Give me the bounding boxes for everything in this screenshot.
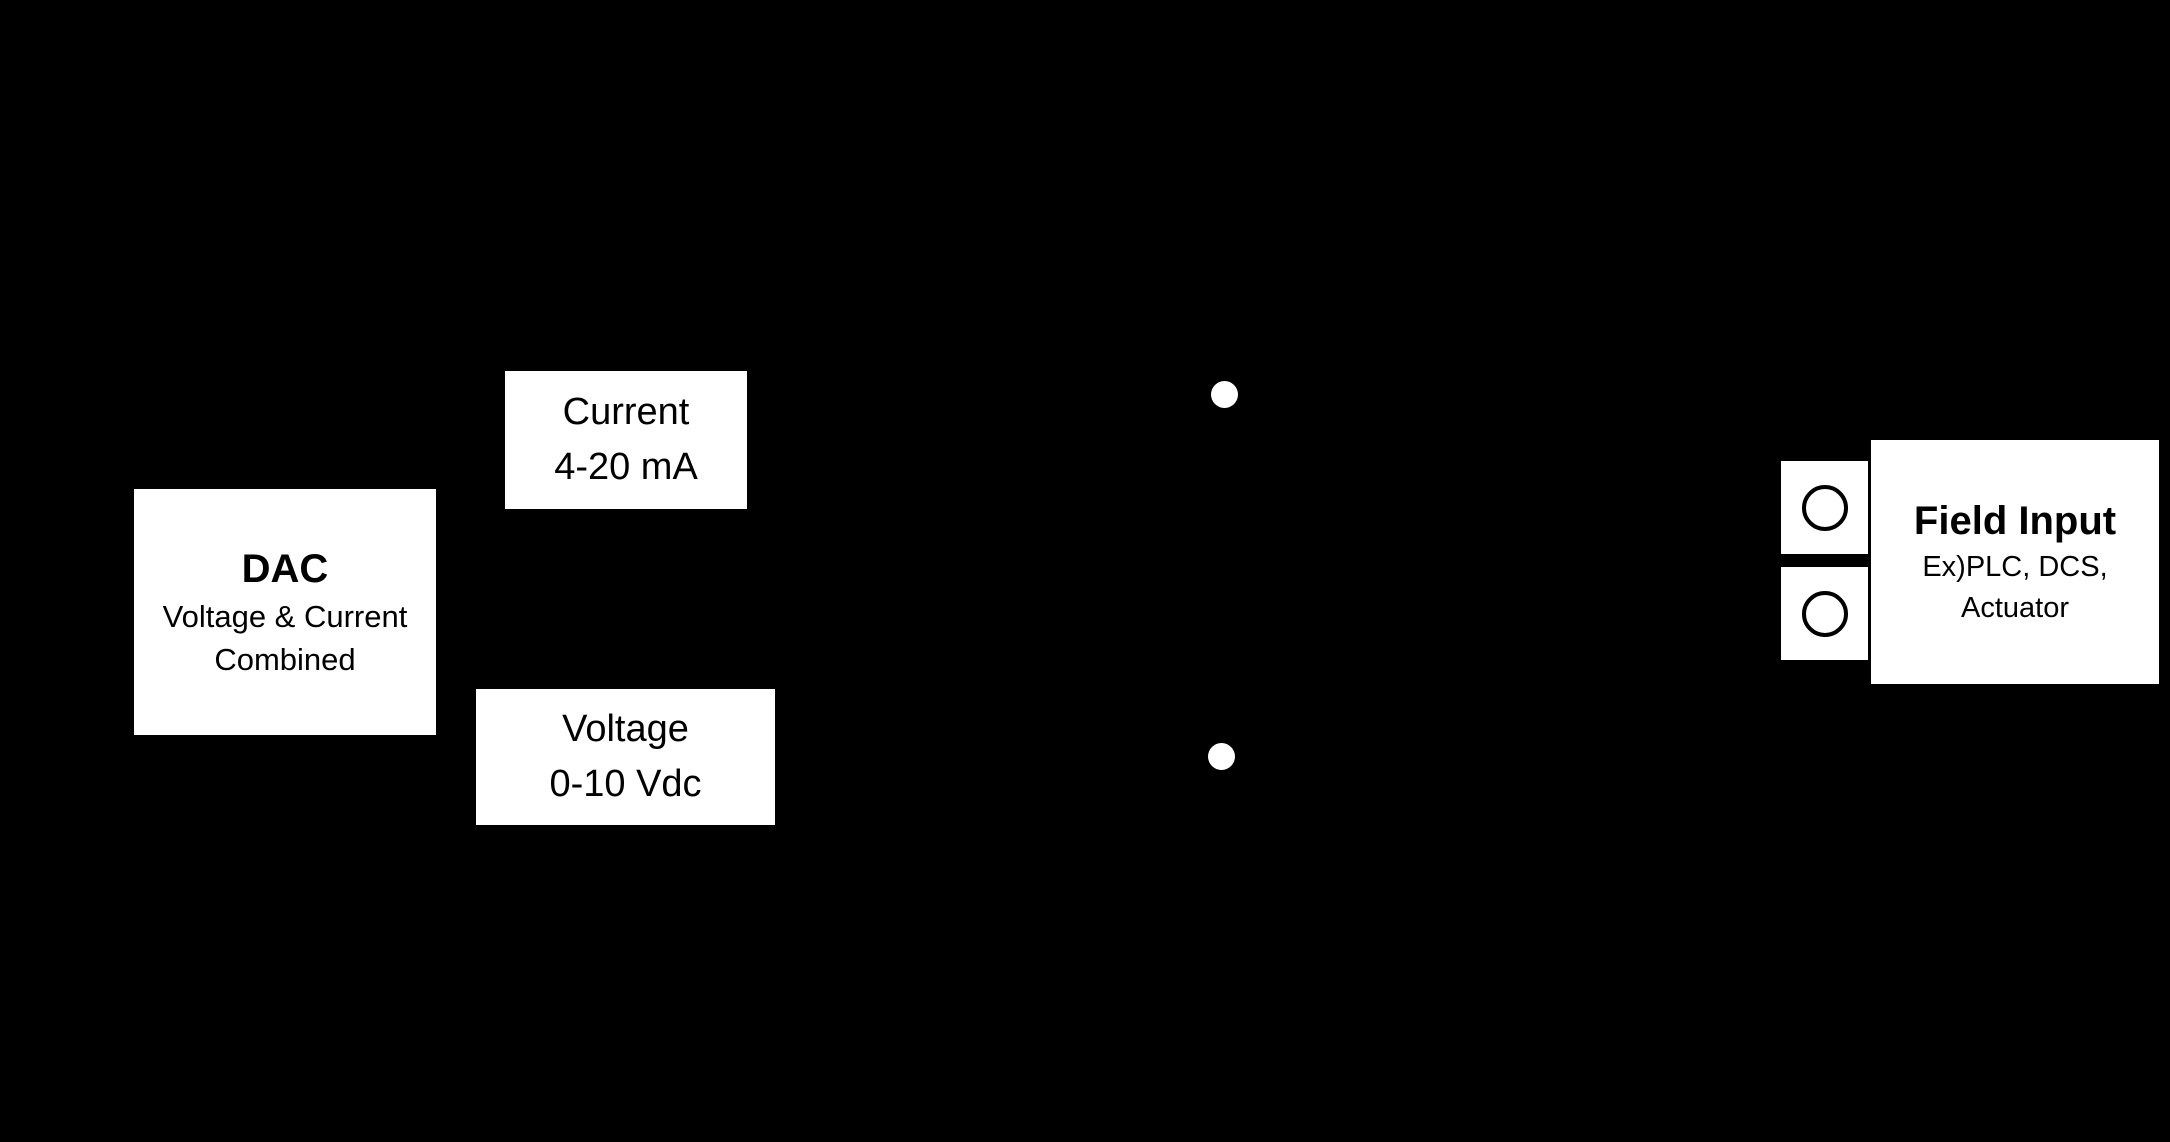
dac-title: DAC — [241, 546, 329, 591]
dac-subtitle-line2: Combined — [214, 642, 356, 677]
voltage-output-label: Voltage — [562, 707, 689, 750]
voltage-node-dot-icon — [1208, 743, 1235, 770]
dac-box: DAC Voltage & Current Combined — [134, 489, 436, 735]
current-output-range: 4-20 mA — [554, 446, 698, 488]
field-input-box: Field Input Ex)PLC, DCS, Actuator — [1871, 440, 2159, 684]
field-input-subtitle-line2: Actuator — [1961, 592, 2069, 624]
screw-terminal-icon — [1801, 484, 1848, 531]
dac-subtitle-line1: Voltage & Current — [162, 598, 408, 634]
field-input-subtitle-line1: Ex)PLC, DCS, — [1922, 551, 2108, 584]
field-terminal-bottom — [1781, 567, 1868, 660]
current-node-dot-icon — [1211, 381, 1238, 408]
voltage-output-box: Voltage 0-10 Vdc — [476, 689, 775, 825]
voltage-output-range: 0-10 Vdc — [549, 763, 702, 805]
current-output-label: Current — [562, 390, 690, 433]
field-terminal-top — [1781, 461, 1868, 554]
screw-terminal-icon — [1801, 590, 1848, 637]
current-output-box: Current 4-20 mA — [505, 371, 747, 509]
field-input-title: Field Input — [1913, 499, 2117, 544]
